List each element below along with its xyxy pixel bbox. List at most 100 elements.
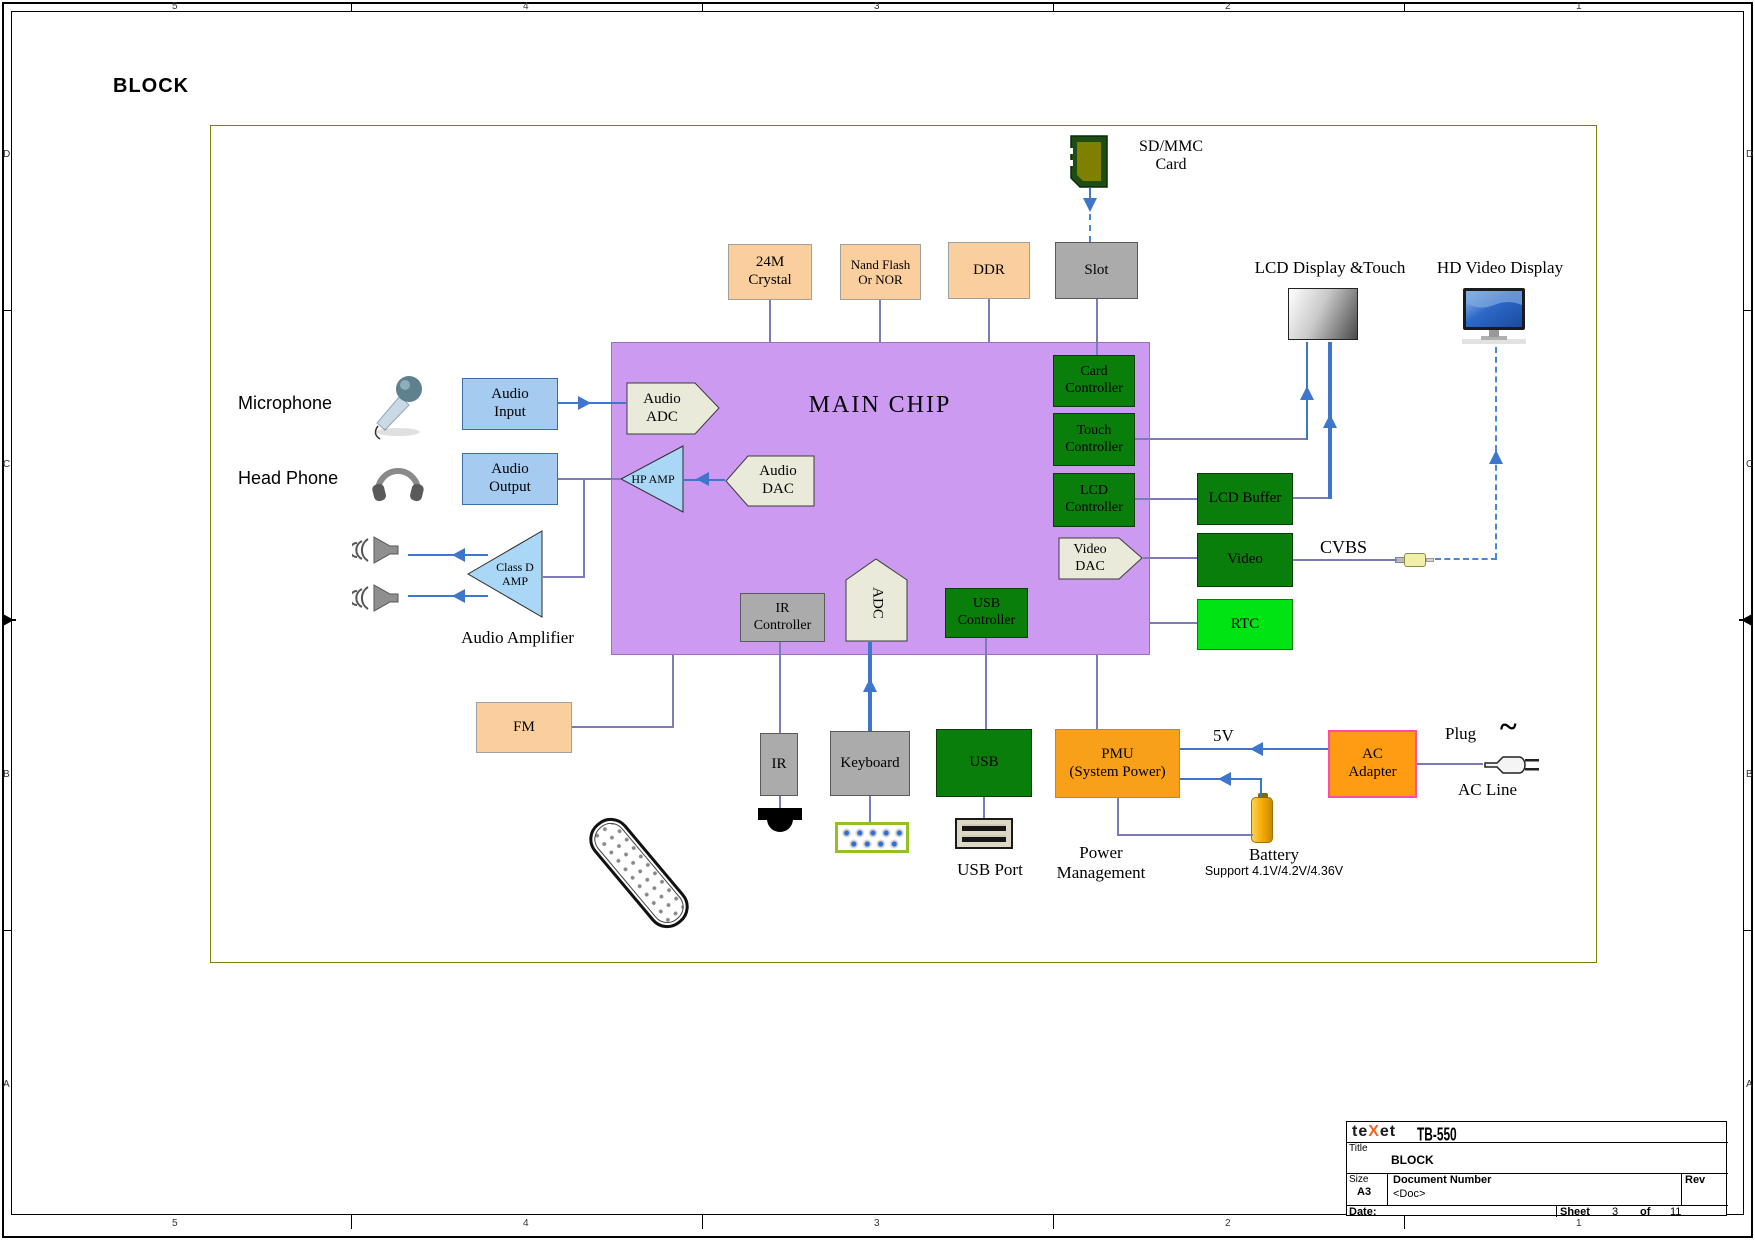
block-audio-dac-shape [725,455,815,507]
arrowhead-up [1300,386,1314,400]
block-card-controller: Card Controller [1053,355,1135,407]
date-label: Date: [1349,1206,1377,1218]
cvbs-label: CVBS [1320,537,1368,557]
wire-chip-rtc [1150,622,1197,624]
block-ac-adapter: AC Adapter [1328,730,1417,798]
wire-touch-display [1135,438,1307,440]
ac-line-label: AC Line [1458,780,1518,799]
hd-display-label: HD Video Display [1436,258,1564,277]
keypad-icon [835,822,909,853]
block-audio-adc-shape [626,382,720,435]
frame-col-number: 5 [172,1,178,12]
wire-irctrl-ir [779,642,781,733]
wire-nand-chip [879,300,881,342]
headphone-icon [372,468,424,502]
arrowhead-down [1083,198,1097,212]
wire-ir-receiver [779,796,781,808]
wire-fm-up [672,655,674,728]
arrowhead-left [452,548,465,562]
frame-col-number: 1 [1576,1218,1582,1229]
frame-row-letter: A [3,1079,10,1090]
five-v-label: 5V [1213,726,1234,745]
battery-icon [1251,793,1273,843]
arrowhead-right [578,396,591,410]
microphone-label: Microphone [238,393,333,413]
wire-pmu-battery [1117,834,1253,836]
block-slot: Slot [1055,242,1138,299]
block-audio-adc: Audio ADC [643,390,681,425]
block-rtc: RTC [1197,599,1293,650]
wire-fm [572,726,674,728]
wire-audiooutput-down [583,478,585,578]
sheet-number: 3 [1612,1206,1619,1218]
brand-logo: teXet [1352,1123,1397,1140]
block-audio-dac: Audio DAC [759,463,797,497]
frame-tick [1053,2,1054,12]
block-adc: ADC [869,587,886,619]
arrowhead-up [1323,414,1337,428]
frame-tick [702,1215,703,1229]
wire-classd-speaker1 [408,554,488,556]
wire-keyboard-keypad [869,796,871,822]
wire-usbctrl-usb [985,638,987,729]
sheet-label: Sheet [1560,1206,1590,1218]
block-video-dac-shape [1058,537,1143,580]
plug-label: Plug [1445,724,1477,743]
battery-label: Battery [1248,845,1300,864]
frame-tick [351,1215,352,1229]
sheet-of-label: of [1640,1206,1651,1218]
frame-row-letter: D [1746,149,1754,160]
block-nand-flash: Nand Flash Or NOR [840,244,921,300]
block-usb: USB [936,729,1032,797]
title-value: BLOCK [1391,1153,1434,1167]
wire-crystal-chip [769,300,771,342]
speaker-icon [352,584,399,612]
block-audio-output: Audio Output [462,453,558,505]
block-lcd-buffer: LCD Buffer [1197,473,1293,525]
plug-icon [1484,756,1539,774]
frame-tick [1744,310,1753,311]
wire-chip-pmu [1096,655,1098,729]
diagram-border [210,125,1597,963]
microphone-icon [374,376,422,440]
document-number-label: Document Number [1393,1174,1492,1186]
lcd-display-label: LCD Display &Touch [1254,258,1406,277]
frame-tick [2,619,16,621]
block-video: Video [1197,533,1293,587]
usb-port-label: USB Port [957,860,1023,879]
frame-col-number: 4 [523,1,529,12]
frame-col-number: 3 [874,1,880,12]
block-audio-input: Audio Input [462,378,558,430]
frame-tick [1404,2,1405,12]
rca-connector-icon [1395,552,1435,568]
wire-adapter-plug [1417,763,1483,765]
title-block: teXet TB-550 Title BLOCK Size A3 Documen… [1346,1121,1728,1218]
frame-row-letter: C [3,459,11,470]
arrowhead-left [696,472,709,486]
frame-tick [351,2,352,12]
wire-classd-speaker2 [408,595,488,597]
rev-label: Rev [1685,1174,1706,1186]
frame-tick [1744,930,1753,931]
frame-tick [1053,1215,1054,1229]
block-class-d-amp-shape [467,530,543,618]
wire-audiooutput-hpamp [558,478,620,480]
lcd-display-icon [1288,288,1358,340]
wire-classd-junction [543,576,585,578]
wire-lcdctrl-buffer [1135,498,1197,500]
title-label: Title [1349,1143,1368,1154]
frame-col-number: 1 [1576,1,1582,12]
battery-support-label: Support 4.1V/4.2V/4.36V [1204,864,1344,878]
wire-buffer-out [1293,497,1330,499]
frame-col-number: 2 [1225,1,1231,12]
frame-tick [1404,1215,1405,1229]
block-hp-amp-shape [620,445,684,513]
block-touch-controller: Touch Controller [1053,413,1135,466]
document-number-value: <Doc> [1393,1188,1426,1200]
frame-row-letter: D [3,149,11,160]
frame-tick [702,2,703,12]
arrowhead-up [863,678,877,692]
arrowhead-left [452,589,465,603]
frame-tick [2,930,11,931]
wire-usb-port [983,797,985,818]
